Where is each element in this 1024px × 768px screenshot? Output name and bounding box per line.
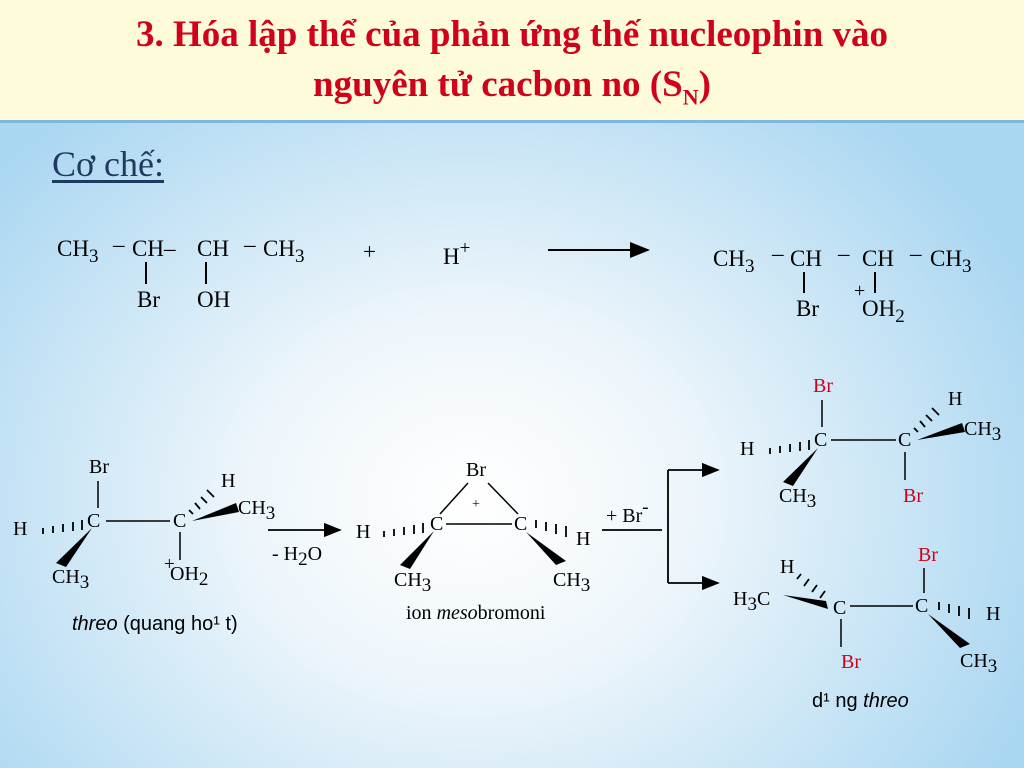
svg-text:H: H xyxy=(986,603,1000,625)
svg-text:C: C xyxy=(430,513,443,535)
svg-text:CH3: CH3 xyxy=(964,418,1001,445)
product-top: Br C C H CH3 Br H CH3 xyxy=(740,375,1001,512)
svg-text:CH3: CH3 xyxy=(52,566,89,593)
product-label: d¹ ng threo xyxy=(812,690,909,712)
slide-title: 3. Hóa lập thể của phản ứng thế nucleoph… xyxy=(0,10,1024,122)
threo-reactant: Br C C H CH3 + OH2 H CH3 xyxy=(13,456,275,593)
svg-text:C: C xyxy=(898,429,911,451)
svg-text:+: + xyxy=(164,554,175,575)
svg-text:Br: Br xyxy=(89,456,109,478)
svg-text:Br: Br xyxy=(137,287,160,312)
svg-text:CH3: CH3 xyxy=(960,650,997,677)
svg-text:Br: Br xyxy=(841,651,861,673)
svg-text:H: H xyxy=(740,438,754,460)
svg-text:H: H xyxy=(13,518,27,540)
svg-text:Br: Br xyxy=(813,375,833,397)
svg-text:C: C xyxy=(915,595,928,617)
svg-text:–: – xyxy=(112,232,125,257)
svg-text:Br: Br xyxy=(903,485,923,507)
svg-text:+: + xyxy=(472,497,480,512)
svg-text:–: – xyxy=(909,241,922,266)
svg-text:H: H xyxy=(356,521,370,543)
mechanism-label: Cơ chế: xyxy=(52,144,165,184)
reactant-formula: CH3 – CH– CH – CH3 Br OH xyxy=(57,232,304,312)
plus-bromide: + Br- xyxy=(606,497,649,527)
ion-label: ion mesobromoni xyxy=(406,602,546,624)
title-end: ) xyxy=(698,64,711,105)
title-band xyxy=(0,0,1024,123)
svg-text:CH3: CH3 xyxy=(57,236,98,267)
svg-text:CH3: CH3 xyxy=(263,236,304,267)
bromonium-ion: Br + C C H CH3 H CH3 xyxy=(356,459,590,596)
svg-text:C: C xyxy=(173,510,186,532)
svg-text:Br: Br xyxy=(466,459,486,481)
svg-text:H: H xyxy=(780,556,794,578)
svg-text:–: – xyxy=(771,241,784,266)
svg-text:H3C: H3C xyxy=(733,588,770,615)
svg-text:OH2: OH2 xyxy=(170,563,208,590)
proton: H+ xyxy=(443,238,470,269)
product-bottom: H H3C C C Br Br H CH3 xyxy=(733,544,1000,677)
svg-text:CH3: CH3 xyxy=(238,497,275,524)
svg-text:C: C xyxy=(514,513,527,535)
svg-text:Br: Br xyxy=(796,296,819,321)
title-line1: 3. Hóa lập thể của phản ứng thế nucleoph… xyxy=(135,14,889,55)
svg-text:OH2: OH2 xyxy=(862,296,905,327)
svg-text:CH: CH xyxy=(862,246,894,271)
svg-text:C: C xyxy=(833,597,846,619)
svg-text:–: – xyxy=(837,241,850,266)
svg-text:CH3: CH3 xyxy=(553,569,590,596)
svg-text:H: H xyxy=(576,528,590,550)
svg-text:CH3: CH3 xyxy=(930,246,971,277)
svg-text:–: – xyxy=(243,232,256,257)
title-sub: N xyxy=(682,84,699,110)
title-line2: nguyên tử cacbon no (S xyxy=(313,64,683,105)
svg-text:Br: Br xyxy=(918,544,938,566)
svg-text:CH3: CH3 xyxy=(394,569,431,596)
svg-text:H: H xyxy=(221,470,235,492)
svg-text:CH3: CH3 xyxy=(779,485,816,512)
svg-text:CH3: CH3 xyxy=(713,246,754,277)
svg-text:C: C xyxy=(87,510,100,532)
svg-text:C: C xyxy=(814,429,827,451)
minus-water: - H2O xyxy=(272,543,322,570)
svg-text:CH: CH xyxy=(197,236,229,261)
svg-text:OH: OH xyxy=(197,287,230,312)
reaction1-plus: + xyxy=(363,239,376,264)
svg-text:H: H xyxy=(948,388,962,410)
protonated-product: CH3 – CH – CH – CH3 Br + OH2 xyxy=(713,241,971,327)
threo-label: threo (quang ho¹ t) xyxy=(72,613,238,635)
svg-text:+: + xyxy=(854,280,865,302)
svg-text:CH: CH xyxy=(790,246,822,271)
svg-text:CH–: CH– xyxy=(132,236,176,261)
